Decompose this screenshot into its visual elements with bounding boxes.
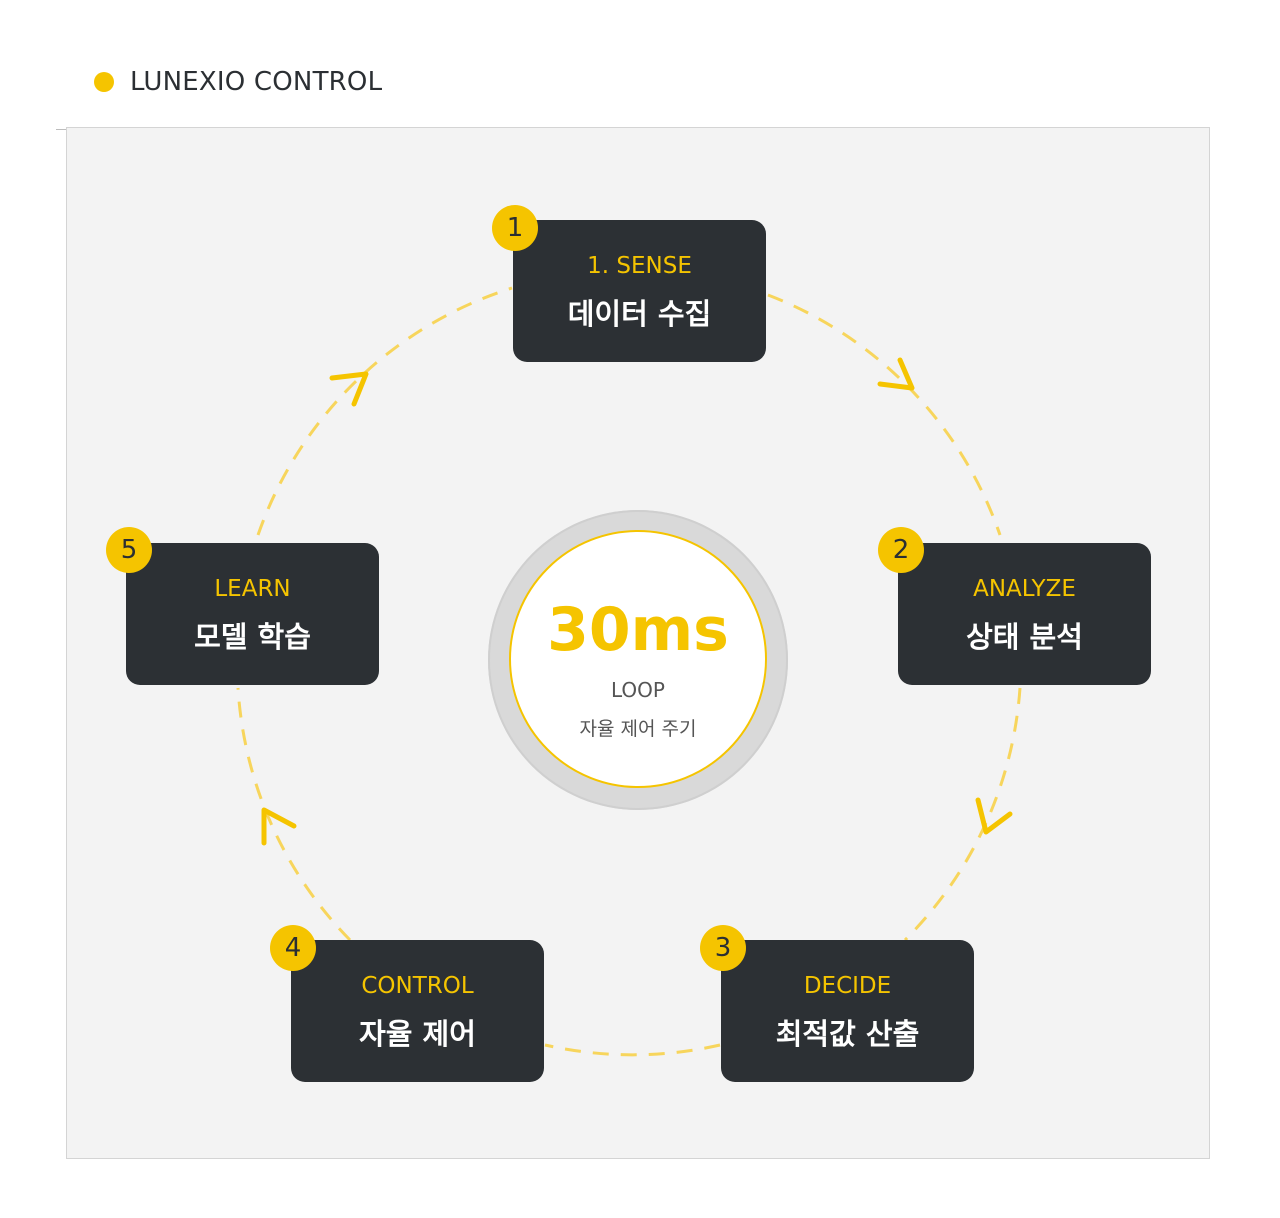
loop-hub: 30ms LOOP 자율 제어 주기 [509,530,767,788]
connector-decide-control [544,1043,721,1057]
step-label: 최적값 산출 [775,1017,920,1051]
connector-sense-analyze [767,293,1002,536]
step-title: 1. SENSE [587,253,692,279]
arrow-to-learn-icon [261,807,297,846]
step-node-control: CONTROL 자율 제어 [291,940,544,1082]
arrow-to-decide-icon [975,797,1013,835]
step-badge: 2 [878,527,924,573]
step-node-analyze: ANALYZE 상태 분석 [898,543,1151,685]
step-node-decide: DECIDE 최적값 산출 [721,940,974,1082]
step-node-learn: LEARN 모델 학습 [126,543,379,685]
step-label: 자율 제어 [359,1017,476,1051]
step-badge: 3 [700,925,746,971]
connector-analyze-decide [903,687,1022,942]
header: LUNEXIO CONTROL [94,62,382,102]
connector-learn-sense [256,286,513,536]
step-label: 상태 분석 [966,620,1083,654]
step-node-sense: 1. SENSE 데이터 수집 [513,220,766,362]
step-badge: 1 [492,205,538,251]
loop-label: LOOP [611,678,665,702]
step-label: 데이터 수집 [567,297,712,331]
step-badge: 5 [106,527,152,573]
step-title: CONTROL [361,973,474,999]
step-title: ANALYZE [973,576,1076,602]
loop-description: 자율 제어 주기 [579,718,697,740]
brand-dot-icon [94,72,114,92]
step-label: 모델 학습 [194,620,311,654]
page-title: LUNEXIO CONTROL [130,67,383,97]
arrow-to-analyze-icon [877,357,915,391]
step-title: DECIDE [803,973,892,999]
arrow-to-sense-icon [329,371,369,407]
connector-control-learn [236,687,352,942]
step-title: LEARN [214,576,291,602]
loop-time-value: 30ms [547,595,729,665]
step-badge: 4 [270,925,316,971]
